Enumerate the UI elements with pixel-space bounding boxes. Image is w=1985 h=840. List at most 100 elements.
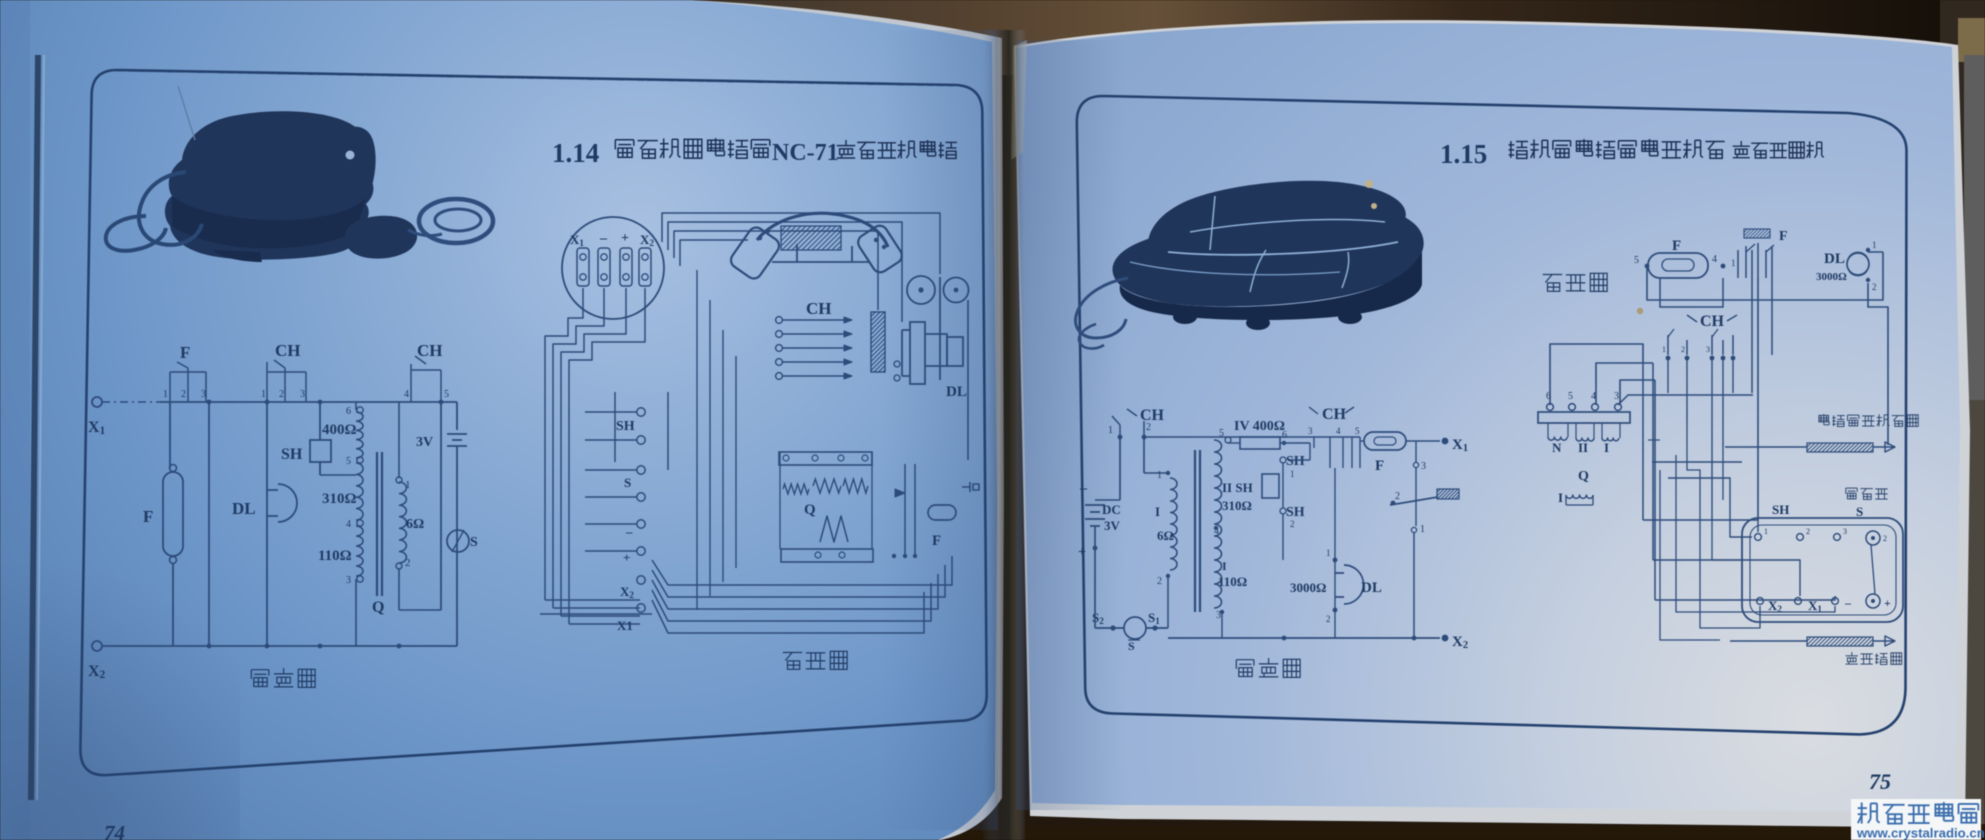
svg-text:3: 3	[1614, 391, 1619, 402]
svg-text:310Ω: 310Ω	[322, 491, 357, 507]
svg-text:Q: Q	[804, 502, 816, 518]
svg-text:3: 3	[201, 389, 206, 400]
svg-text:+: +	[621, 231, 629, 246]
svg-text:1: 1	[1326, 548, 1331, 558]
svg-text:74: 74	[104, 821, 125, 840]
svg-text:1: 1	[1731, 258, 1736, 268]
svg-text:NC-71: NC-71	[772, 140, 839, 166]
svg-text:5: 5	[1219, 428, 1224, 439]
svg-text:Q: Q	[1578, 469, 1589, 484]
svg-text:SH: SH	[1286, 454, 1305, 469]
svg-text:F: F	[932, 533, 941, 549]
svg-text:DL: DL	[1361, 580, 1382, 596]
svg-text:3: 3	[1421, 461, 1426, 472]
svg-text:5: 5	[346, 456, 351, 467]
svg-text:CH: CH	[1140, 407, 1165, 424]
svg-text:I: I	[1604, 440, 1609, 455]
svg-text:4: 4	[1591, 391, 1596, 402]
svg-text:3: 3	[346, 575, 351, 586]
svg-text:1: 1	[405, 479, 411, 491]
svg-text:–: –	[1079, 481, 1088, 496]
svg-text:–: –	[625, 524, 633, 539]
svg-text:4: 4	[1712, 254, 1717, 265]
svg-text:DL: DL	[1824, 251, 1845, 267]
svg-text:Q: Q	[372, 599, 384, 616]
svg-text:3V: 3V	[1104, 518, 1121, 533]
svg-text:SH: SH	[281, 446, 303, 463]
svg-text:2: 2	[1157, 576, 1162, 587]
svg-text:1: 1	[1420, 524, 1425, 535]
svg-text:S: S	[624, 475, 631, 490]
svg-text:6: 6	[1282, 430, 1287, 441]
svg-text:I: I	[1558, 490, 1563, 505]
svg-text:4: 4	[346, 519, 351, 530]
svg-text:5: 5	[444, 389, 449, 400]
svg-text:CH: CH	[417, 341, 443, 360]
svg-text:F: F	[180, 343, 190, 362]
svg-text:–: –	[1844, 596, 1852, 610]
svg-text:3000Ω: 3000Ω	[1290, 580, 1326, 595]
svg-text:5: 5	[1634, 255, 1639, 266]
svg-text:2: 2	[279, 389, 284, 400]
svg-text:2: 2	[1290, 519, 1295, 529]
svg-text:6Ω: 6Ω	[406, 517, 424, 532]
svg-text:1: 1	[163, 389, 168, 400]
svg-text:S: S	[1128, 639, 1135, 653]
svg-text:1: 1	[1157, 470, 1162, 481]
svg-text:SH: SH	[1286, 505, 1305, 520]
svg-text:310Ω: 310Ω	[1222, 498, 1252, 513]
svg-text:2: 2	[1883, 534, 1887, 543]
svg-text:–: –	[599, 231, 608, 246]
svg-text:DL: DL	[946, 384, 967, 400]
svg-text:CH: CH	[275, 341, 301, 360]
svg-text:N: N	[1552, 440, 1562, 455]
svg-text:IV 400Ω: IV 400Ω	[1234, 419, 1285, 434]
svg-text:2: 2	[181, 389, 186, 400]
svg-text:+: +	[623, 550, 630, 565]
svg-text:6: 6	[1546, 391, 1551, 402]
svg-text:3: 3	[1706, 345, 1710, 354]
svg-text:4: 4	[1214, 526, 1219, 537]
svg-text:+: +	[1078, 545, 1086, 560]
svg-text:1: 1	[1872, 240, 1877, 250]
svg-text:CH: CH	[1700, 313, 1725, 330]
svg-text:6Ω: 6Ω	[1157, 528, 1174, 543]
svg-text:F: F	[1375, 458, 1384, 474]
svg-text:2: 2	[1326, 614, 1331, 624]
svg-text:3: 3	[1308, 426, 1313, 436]
svg-text:75: 75	[1869, 769, 1891, 794]
svg-text:3: 3	[300, 389, 305, 400]
svg-text:4: 4	[404, 389, 409, 400]
svg-text:3: 3	[1843, 527, 1847, 536]
svg-text:S: S	[470, 535, 478, 550]
svg-text:2: 2	[1806, 527, 1810, 536]
svg-text:4: 4	[1336, 426, 1341, 436]
svg-text:S: S	[1856, 504, 1863, 519]
svg-text:SH: SH	[1772, 502, 1789, 517]
svg-text:www.crystalradio.cn: www.crystalradio.cn	[1856, 826, 1985, 840]
svg-text:CH: CH	[1322, 406, 1347, 423]
svg-text:CH: CH	[806, 299, 832, 318]
svg-text:X1: X1	[617, 618, 633, 633]
svg-text:SH: SH	[616, 419, 635, 434]
svg-text:F: F	[143, 507, 153, 526]
svg-text:3: 3	[1216, 610, 1221, 621]
svg-text:1.15: 1.15	[1440, 139, 1487, 169]
svg-text:F: F	[1672, 238, 1681, 254]
svg-text:1: 1	[1108, 425, 1113, 436]
svg-text:3000Ω: 3000Ω	[1816, 271, 1847, 283]
svg-text:5: 5	[1355, 426, 1360, 436]
svg-text:3V: 3V	[416, 435, 433, 450]
svg-text:2: 2	[405, 557, 411, 569]
svg-text:5: 5	[1568, 391, 1573, 402]
svg-text:110Ω: 110Ω	[1218, 574, 1247, 589]
svg-text:II: II	[1578, 440, 1588, 455]
svg-text:I: I	[1155, 504, 1160, 519]
svg-text:I: I	[1222, 559, 1227, 573]
svg-text:2: 2	[1395, 491, 1400, 502]
svg-text:DC: DC	[1102, 502, 1121, 517]
svg-text:II SH: II SH	[1222, 480, 1253, 495]
svg-text:DL: DL	[232, 499, 256, 518]
svg-text:F: F	[1779, 229, 1788, 244]
svg-text:2: 2	[1872, 282, 1877, 292]
